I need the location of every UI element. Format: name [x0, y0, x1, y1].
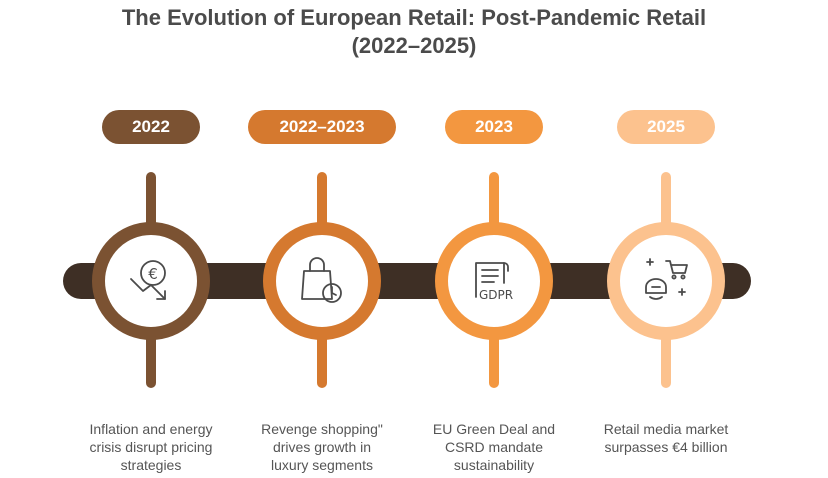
milestone-2-caption-line-3: luxury segments: [271, 457, 373, 473]
milestone-4-stem-bottom: [661, 330, 671, 388]
milestone-3-caption-line-3: sustainability: [453, 457, 535, 473]
milestone-1-stem-top: [146, 172, 156, 232]
svg-text:GDPR: GDPR: [479, 288, 513, 302]
milestone-1-caption: Inflation and energy crisis disrupt pric…: [66, 420, 236, 474]
milestone-2-year-pill: 2022–2023: [248, 110, 396, 144]
milestone-1-year-pill: 2022: [102, 110, 200, 144]
milestone-2-caption: Revenge shopping" drives growth in luxur…: [237, 420, 407, 474]
milestone-4-circle: [607, 222, 725, 340]
milestone-3-year: 2023: [475, 117, 513, 136]
title-line-2: (2022–2025): [351, 33, 477, 58]
shopping-bag-icon: [301, 257, 342, 303]
milestone-1-stem-bottom: [146, 330, 156, 388]
milestone-2-caption-line-2: drives growth in: [272, 439, 372, 455]
milestone-2-year: 2022–2023: [279, 117, 365, 136]
milestone-1-caption-line-3: strategies: [120, 457, 182, 473]
milestone-3-caption: EU Green Deal and CSRD mandate sustainab…: [409, 420, 579, 474]
milestone-1-caption-line-2: crisis disrupt pricing: [89, 439, 213, 455]
milestone-3-year-pill: 2023: [445, 110, 543, 144]
milestone-4-stem-top: [661, 172, 671, 232]
milestone-2-caption-line-1: Revenge shopping": [261, 421, 383, 437]
vr-shopping-cart-icon: [645, 258, 688, 300]
euro-down-arrow-icon: €: [130, 260, 166, 300]
milestone-4-year-pill: 2025: [617, 110, 715, 144]
milestone-3-stem-bottom: [489, 330, 499, 388]
milestone-4-caption-line-1: Retail media market: [603, 421, 729, 437]
milestone-2-stem-bottom: [317, 330, 327, 388]
title-line-1: The Evolution of European Retail: Post-P…: [121, 5, 707, 30]
milestone-1-year: 2022: [132, 117, 170, 136]
milestone-3-caption-line-2: CSRD mandate: [444, 439, 544, 455]
page-title: The Evolution of European Retail: Post-P…: [0, 4, 828, 60]
svg-text:€: €: [148, 265, 158, 283]
milestone-4-caption: Retail media market surpasses €4 billion: [581, 420, 751, 456]
milestone-3-stem-top: [489, 172, 499, 232]
milestone-2-circle: [263, 222, 381, 340]
milestone-1-circle: €: [92, 222, 210, 340]
milestone-4-caption-line-2: surpasses €4 billion: [604, 439, 728, 455]
milestone-1-caption-line-1: Inflation and energy: [89, 421, 213, 437]
milestone-3-caption-line-1: EU Green Deal and: [432, 421, 556, 437]
milestone-4-year: 2025: [647, 117, 685, 136]
gdpr-document-icon: GDPR: [475, 262, 513, 302]
milestone-2-stem-top: [317, 172, 327, 232]
milestone-3-circle: GDPR: [435, 222, 553, 340]
